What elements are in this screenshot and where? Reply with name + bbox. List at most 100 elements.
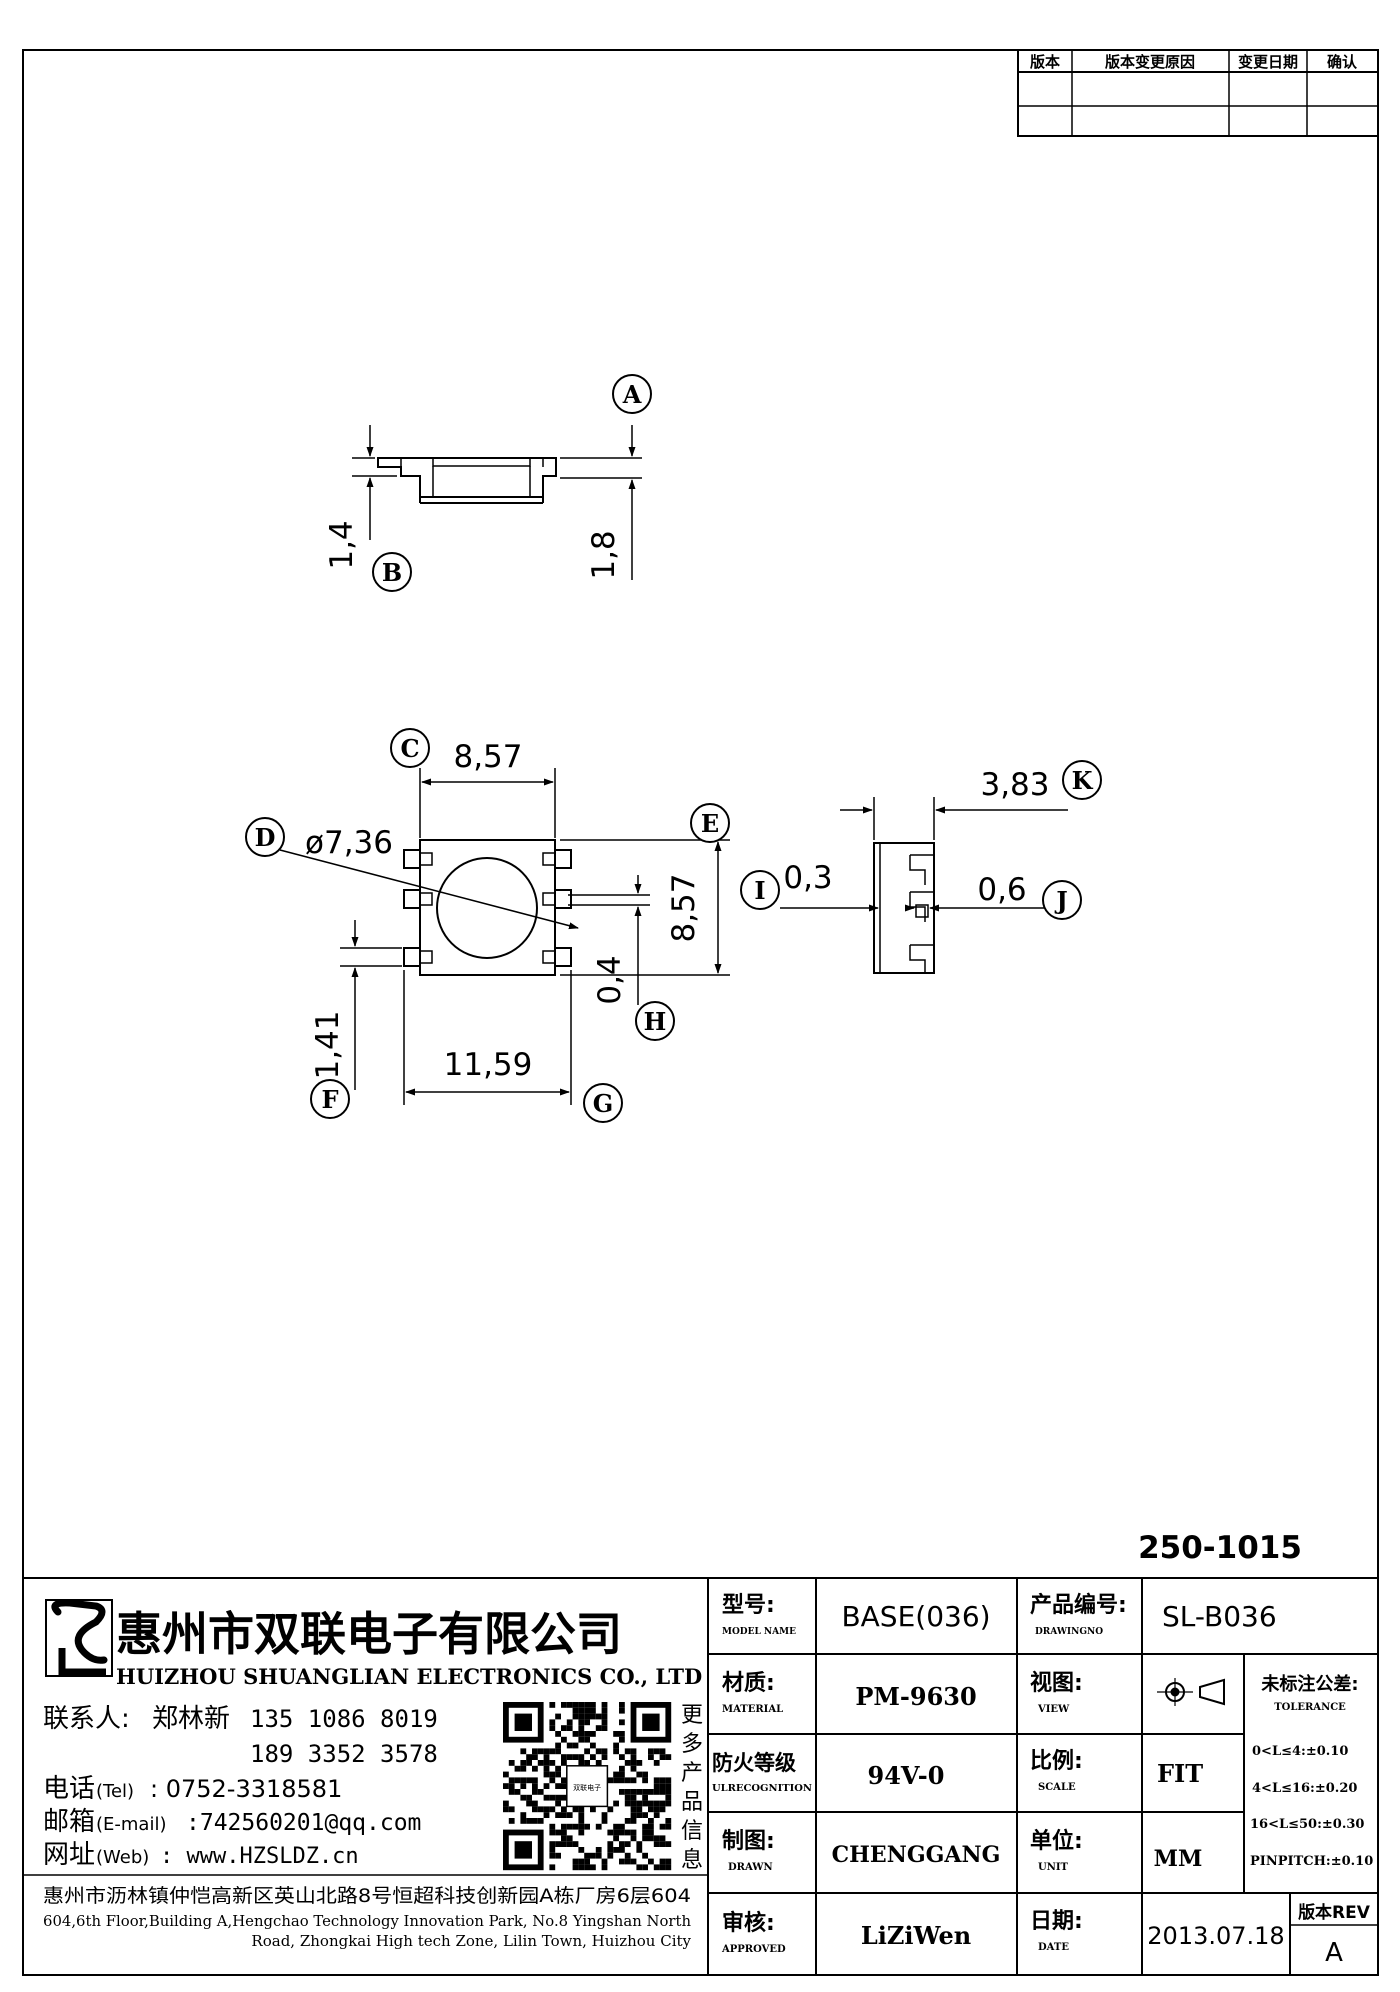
company-block: 惠州市双联电子有限公司 HUIZHOU SHUANGLIAN ELECTRONI… [22,1577,709,1976]
dim-0-6: 0,6 [977,872,1026,908]
address-en-line2: Road, Zhongkai High tech Zone, Lilin Tow… [251,1932,691,1950]
drawn-value: CHENGGANG [832,1842,1001,1868]
dim-8-57-side: 8,57 [666,873,702,942]
tel-label-en: (Tel) [96,1781,134,1802]
phone-1: 135 1086 8019 [250,1705,438,1733]
email-value: :742560201@qq.com [186,1810,421,1836]
material-label: 材质: [722,1671,775,1696]
unit-label-en: UNIT [1038,1862,1069,1873]
qr-center-label: 双联电子 [573,1783,601,1792]
rev-header-date: 变更日期 [1238,53,1298,71]
date-label: 日期: [1030,1909,1083,1934]
svg-text:G: G [593,1089,614,1118]
email-label-en: (E-mail) [96,1814,166,1835]
approved-label: 审核: [722,1910,775,1936]
drawing-no-label: 产品编号: [1030,1592,1127,1618]
tolerance-4: PINPITCH:±0.10 [1250,1854,1373,1869]
qr-text-2: 多 [681,1732,703,1757]
callout-J: J [1042,880,1082,920]
rev-header-confirm: 确认 [1327,53,1358,71]
company-logo [45,1599,113,1677]
tolerance-1: 0<L≤4:±0.10 [1252,1744,1348,1759]
tel-value: : 0752-3318581 [150,1775,342,1803]
side-dimensions [780,797,1068,912]
qr-text-1: 更 [681,1703,703,1728]
callout-G: G [583,1083,623,1123]
svg-text:I: I [754,876,765,905]
revision-table: 版本 版本变更原因 变更日期 确认 [1017,49,1379,137]
callout-I: I [740,870,780,910]
svg-text:B: B [382,558,402,587]
date-label-en: DATE [1038,1942,1069,1953]
dim-0-3: 0,3 [783,860,832,896]
material-label-en: MATERIAL [722,1704,783,1715]
model-value: BASE(036) [841,1600,990,1633]
drawing-no-label-en: DRAWINGNO [1035,1627,1103,1637]
web-label-en: (Web) [96,1847,149,1868]
profile-view [377,457,557,504]
callout-D: D [245,817,285,857]
part-number: 250-1015 [1138,1530,1302,1566]
tolerance-title: 未标注公差: [1261,1673,1358,1695]
svg-text:F: F [321,1085,338,1114]
dim-1-41: 1,41 [310,1010,346,1079]
drawn-label: 制图: [722,1829,775,1854]
callout-K: K [1062,760,1102,800]
qr-code: 双联电子 [503,1702,672,1871]
tolerance-title-en: TOLERANCE [1274,1702,1346,1713]
callout-F: F [310,1079,350,1119]
date-value: 2013.07.18 [1147,1922,1284,1950]
flame-label: 防火等级 [712,1751,796,1775]
plan-view [403,839,572,976]
qr-text-5: 信 [681,1819,703,1844]
svg-text:E: E [701,809,719,838]
dim-8-57-top: 8,57 [453,739,522,775]
view-label-en: VIEW [1037,1704,1070,1715]
company-name-cn: 惠州市双联电子有限公司 [116,1607,622,1661]
callout-H: H [635,1001,675,1041]
web-label: 网址 [43,1840,95,1870]
dim-0-4: 0,4 [592,955,628,1004]
svg-text:H: H [644,1007,667,1036]
title-block [707,1577,1379,1976]
rev-label: 版本REV [1298,1902,1371,1923]
unit-label: 单位: [1030,1828,1083,1854]
dim-11-59: 11,59 [444,1047,533,1083]
tolerance-2: 4<L≤16:±0.20 [1252,1781,1357,1796]
qr-text-3: 产 [681,1761,703,1786]
dim-1-4: 1,4 [324,520,360,569]
qr-text-6: 息 [681,1848,703,1873]
svg-text:D: D [255,823,276,852]
email-label: 邮箱 [43,1807,95,1837]
flame-label-en: ULRECOGNITION [712,1784,812,1794]
web-value: : www.HZSLDZ.cn [160,1844,359,1869]
model-label: 型号: [722,1593,775,1618]
dim-1-8: 1,8 [586,530,622,579]
svg-text:K: K [1072,766,1094,795]
qr-text-4: 品 [681,1790,703,1815]
tolerance-3: 16<L≤50:±0.30 [1250,1817,1364,1832]
contact-name: 郑林新 [152,1704,230,1734]
flame-value: 94V-0 [868,1761,945,1790]
callout-A: A [612,374,652,414]
address-en-line1: 604,6th Floor,Building A,Hengchao Techno… [43,1912,691,1930]
drawing-no-value: SL-B036 [1162,1600,1277,1633]
rev-header-reason: 版本变更原因 [1105,53,1195,71]
approved-label-en: APPROVED [721,1944,786,1955]
svg-text:C: C [400,734,419,763]
callout-C: C [390,728,430,768]
approved-value: LiZiWen [861,1921,971,1950]
address-cn: 惠州市沥林镇仲恺高新区英山北路8号恒超科技创新园A栋厂房6层604 [43,1885,691,1907]
scale-value: FIT [1157,1759,1203,1788]
scale-label-en: SCALE [1038,1782,1076,1793]
tel-label: 电话 [43,1774,95,1804]
callout-B: B [372,552,412,592]
company-name-en: HUIZHOU SHUANGLIAN ELECTRONICS CO., LTD [116,1664,702,1689]
material-value: PM-9630 [855,1682,976,1711]
drawn-label-en: DRAWN [728,1862,773,1873]
svg-text:A: A [622,380,642,409]
view-label: 视图: [1030,1670,1083,1696]
projection-symbol-icon [1157,1678,1225,1706]
contact-label: 联系人: [43,1704,130,1734]
